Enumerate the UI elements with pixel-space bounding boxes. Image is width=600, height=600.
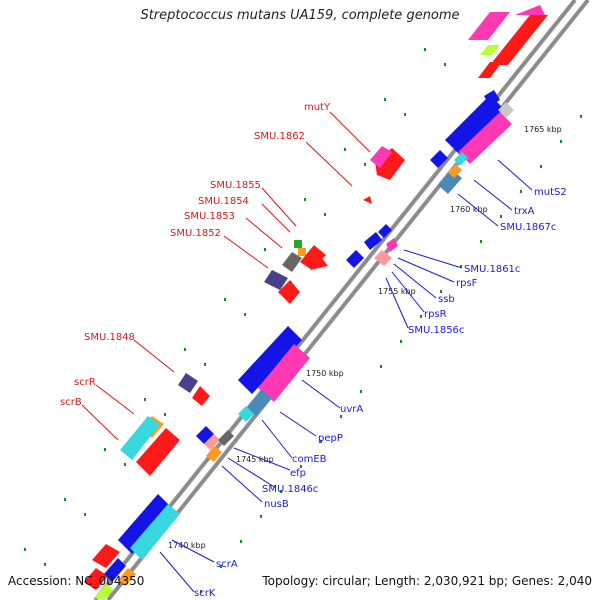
gene-fwd-c bbox=[278, 280, 300, 304]
gene-rev-15 bbox=[104, 558, 126, 582]
kbp-1740: 1740 kbp bbox=[168, 541, 206, 550]
gene-rev-pink bbox=[258, 344, 310, 402]
gene-fwd-small bbox=[363, 196, 372, 204]
label-uvrA: uvrA bbox=[340, 404, 363, 415]
forward-leaders bbox=[81, 111, 371, 441]
forward-gene-labels: mutY SMU.1862 SMU.1855 SMU.1854 SMU.1853… bbox=[60, 102, 331, 408]
kbp-labels: 1740 kbp 1745 kbp 1750 kbp 1755 kbp 1760… bbox=[168, 125, 562, 550]
gene-fwd-4 bbox=[478, 62, 502, 78]
label-smu1862: SMU.1862 bbox=[254, 131, 305, 142]
gene-rev-13 bbox=[386, 238, 398, 252]
label-rpsR: rpsR bbox=[424, 309, 447, 320]
gene-rev-pepP bbox=[246, 390, 272, 416]
gene-rev-8 bbox=[448, 164, 462, 178]
gene-rev-scrA bbox=[118, 494, 172, 554]
label-scrR: scrR bbox=[74, 377, 96, 388]
gene-rev-2 bbox=[458, 112, 512, 164]
label-efp: efp bbox=[290, 468, 306, 479]
kbp-1745: 1745 kbp bbox=[236, 455, 274, 464]
label-smu1855: SMU.1855 bbox=[210, 180, 261, 191]
label-smu1854: SMU.1854 bbox=[198, 196, 249, 207]
label-mutY: mutY bbox=[304, 102, 331, 113]
reverse-leaders bbox=[159, 159, 533, 593]
label-smu1846c: SMU.1846c bbox=[262, 484, 318, 495]
gene-rev-scrK bbox=[130, 504, 180, 560]
label-comEB: comEB bbox=[292, 454, 327, 465]
gene-rev-smu1846c bbox=[204, 434, 220, 450]
gene-rev-1 bbox=[445, 95, 505, 155]
kbp-1765: 1765 kbp bbox=[524, 125, 562, 134]
gene-rev-3 bbox=[498, 102, 514, 118]
label-smu1852: SMU.1852 bbox=[170, 228, 221, 239]
label-trxA: trxA bbox=[514, 206, 535, 217]
gene-fwd-1854 bbox=[298, 248, 306, 256]
gene-fwd-1848 bbox=[178, 373, 198, 393]
gene-fwd-g bbox=[84, 568, 108, 590]
label-smu1848: SMU.1848 bbox=[84, 332, 135, 343]
label-rpsF: rpsF bbox=[456, 278, 478, 289]
label-smu1853: SMU.1853 bbox=[184, 211, 235, 222]
reverse-gene-labels: mutS2 trxA SMU.1867c SMU.1861c rpsF ssb … bbox=[194, 187, 567, 599]
gene-fwd-1855 bbox=[294, 240, 302, 248]
gene-fwd-b bbox=[264, 270, 288, 290]
gene-rev-17 bbox=[94, 584, 114, 600]
kbp-1750: 1750 kbp bbox=[306, 369, 344, 378]
label-nusB: nusB bbox=[264, 499, 289, 510]
gene-rev-11 bbox=[378, 224, 392, 238]
gene-rev-uvrA bbox=[238, 326, 302, 394]
label-smu1861c: SMU.1861c bbox=[464, 264, 520, 275]
gene-fwd-1852 bbox=[300, 245, 326, 270]
gene-fwd-smu1862 bbox=[370, 146, 392, 168]
label-smu1867c: SMU.1867c bbox=[500, 222, 556, 233]
reverse-genes bbox=[94, 90, 514, 600]
label-smu1856c: SMU.1856c bbox=[408, 325, 464, 336]
label-pepP: pepP bbox=[318, 433, 343, 444]
accession-text: Accession: NC_004350 bbox=[8, 574, 145, 588]
topology-text: Topology: circular; Length: 2,030,921 bp… bbox=[262, 574, 592, 588]
gene-fwd-a bbox=[310, 258, 328, 270]
gene-rev-5 bbox=[430, 150, 448, 168]
gene-fwd-3 bbox=[490, 15, 548, 65]
gene-fwd-f bbox=[92, 544, 120, 568]
gene-rev-4 bbox=[484, 90, 500, 106]
gene-rev-10 bbox=[364, 232, 382, 250]
gene-fwd-scrB bbox=[120, 416, 160, 460]
gene-rev-efp bbox=[196, 426, 214, 444]
gene-rev-9 bbox=[346, 250, 364, 268]
gene-rev-16 bbox=[118, 568, 136, 586]
gene-fwd-d bbox=[192, 386, 210, 406]
gene-fwd-5 bbox=[515, 5, 545, 15]
gene-rev-14 bbox=[218, 430, 234, 446]
kbp-1760: 1760 kbp bbox=[450, 205, 488, 214]
gene-fwd-2 bbox=[480, 45, 500, 55]
gene-fwd-1 bbox=[468, 12, 510, 40]
forward-genes bbox=[84, 5, 548, 590]
kbp-1755: 1755 kbp bbox=[378, 287, 416, 296]
gene-rev-comEB bbox=[238, 406, 254, 422]
label-scrB: scrB bbox=[60, 397, 82, 408]
genome-title: Streptococcus mutans UA159, complete gen… bbox=[140, 8, 460, 23]
gene-fwd-e bbox=[136, 428, 180, 476]
label-mutS2: mutS2 bbox=[534, 187, 567, 198]
label-ssb: ssb bbox=[438, 294, 455, 305]
label-scrA: scrA bbox=[216, 559, 238, 570]
gene-fwd-1853 bbox=[282, 252, 302, 272]
gc-dots bbox=[24, 48, 582, 593]
gene-rev-12 bbox=[374, 250, 392, 266]
gene-rev-nusB bbox=[206, 446, 222, 462]
label-scrK: scrK bbox=[194, 588, 216, 599]
gene-rev-6 bbox=[454, 152, 468, 166]
